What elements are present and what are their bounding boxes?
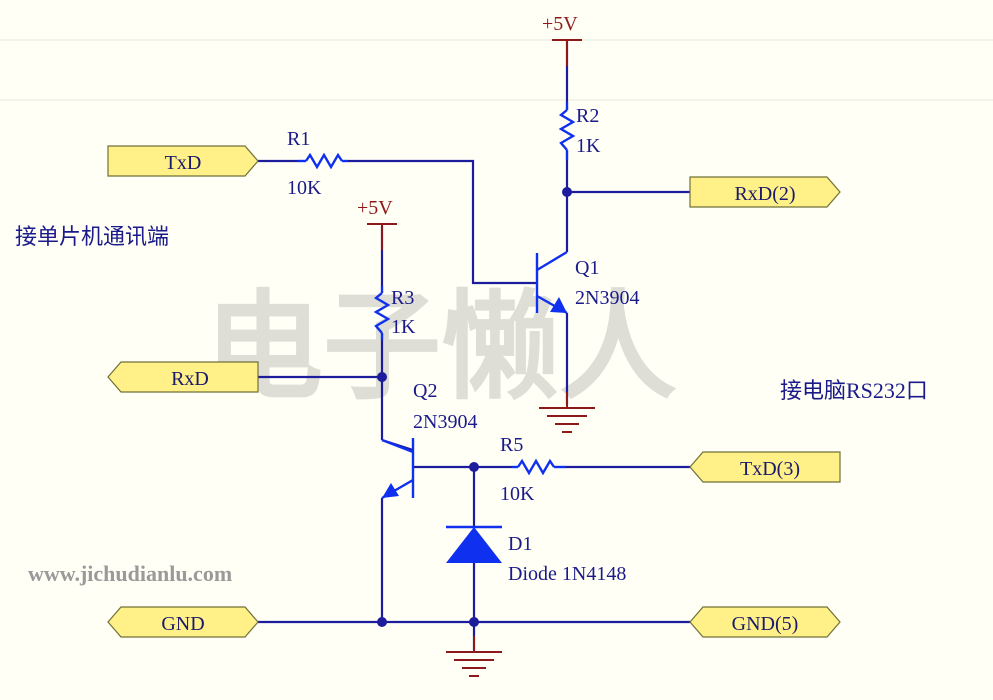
- vcc-mid-label: +5V: [357, 197, 393, 219]
- d1-value: Diode 1N4148: [508, 563, 626, 585]
- ground-q1: [539, 392, 595, 433]
- resistor-r3: R3 1K: [373, 286, 416, 340]
- q2-value: 2N3904: [413, 411, 477, 433]
- port-rxd-left: RxD: [107, 361, 259, 393]
- junction-rxd2: [562, 187, 572, 197]
- port-gnd-right: GND(5): [689, 606, 841, 638]
- port-txd-left: TxD: [107, 145, 259, 177]
- port-gnd-right-label: GND(5): [732, 613, 799, 635]
- resistor-r1: R1 10K: [287, 128, 348, 199]
- q1-ref: Q1: [575, 257, 599, 279]
- junction-rxd: [377, 372, 387, 382]
- note-pc-side: 接电脑RS232口: [780, 378, 928, 403]
- r3-ref: R3: [391, 287, 414, 309]
- port-rxd-left-label: RxD: [171, 368, 209, 390]
- watermark: 电子懒人: [205, 278, 677, 416]
- transistor-q1: Q1 2N3904: [535, 250, 639, 315]
- q2-ref: Q2: [413, 380, 437, 402]
- r5-ref: R5: [500, 434, 523, 456]
- resistor-r5: R5 10K: [500, 434, 566, 505]
- vcc-top-label: +5V: [542, 13, 578, 35]
- resistor-r2: R2 1K: [558, 102, 601, 160]
- power-top: +5V: [542, 13, 582, 66]
- port-txd-left-label: TxD: [165, 152, 202, 174]
- q1-emitter-arrow-icon: [550, 297, 567, 313]
- r3-value: 1K: [391, 316, 416, 338]
- diode-triangle-icon: [446, 527, 502, 563]
- junction-gnd-q2: [377, 617, 387, 627]
- note-mcu-side: 接单片机通讯端: [15, 224, 169, 249]
- q1-value: 2N3904: [575, 287, 639, 309]
- r2-ref: R2: [576, 105, 599, 127]
- r2-value: 1K: [576, 135, 601, 157]
- junction-gnd-d1: [469, 617, 479, 627]
- port-txd-right: TxD(3): [689, 451, 841, 483]
- grid-lines: [0, 39, 993, 101]
- junctions: [377, 187, 572, 627]
- port-txd-right-label: TxD(3): [740, 458, 800, 480]
- website-url: www.jichudianlu.com: [28, 561, 232, 586]
- port-gnd-left: GND: [107, 606, 259, 638]
- q2-emitter-arrow-icon: [382, 483, 399, 498]
- port-gnd-left-label: GND: [161, 613, 204, 635]
- r1-value: 10K: [287, 177, 322, 199]
- junction-txd3: [469, 462, 479, 472]
- r5-value: 10K: [500, 483, 535, 505]
- port-rxd-right-label: RxD(2): [734, 183, 795, 205]
- port-rxd-right: RxD(2): [689, 176, 841, 208]
- d1-ref: D1: [508, 533, 532, 555]
- diode-d1: D1 Diode 1N4148: [446, 525, 626, 585]
- ground-d1: [446, 636, 502, 677]
- power-mid: +5V: [357, 197, 397, 250]
- transistor-q2: Q2 2N3904: [381, 380, 477, 500]
- r1-ref: R1: [287, 128, 310, 150]
